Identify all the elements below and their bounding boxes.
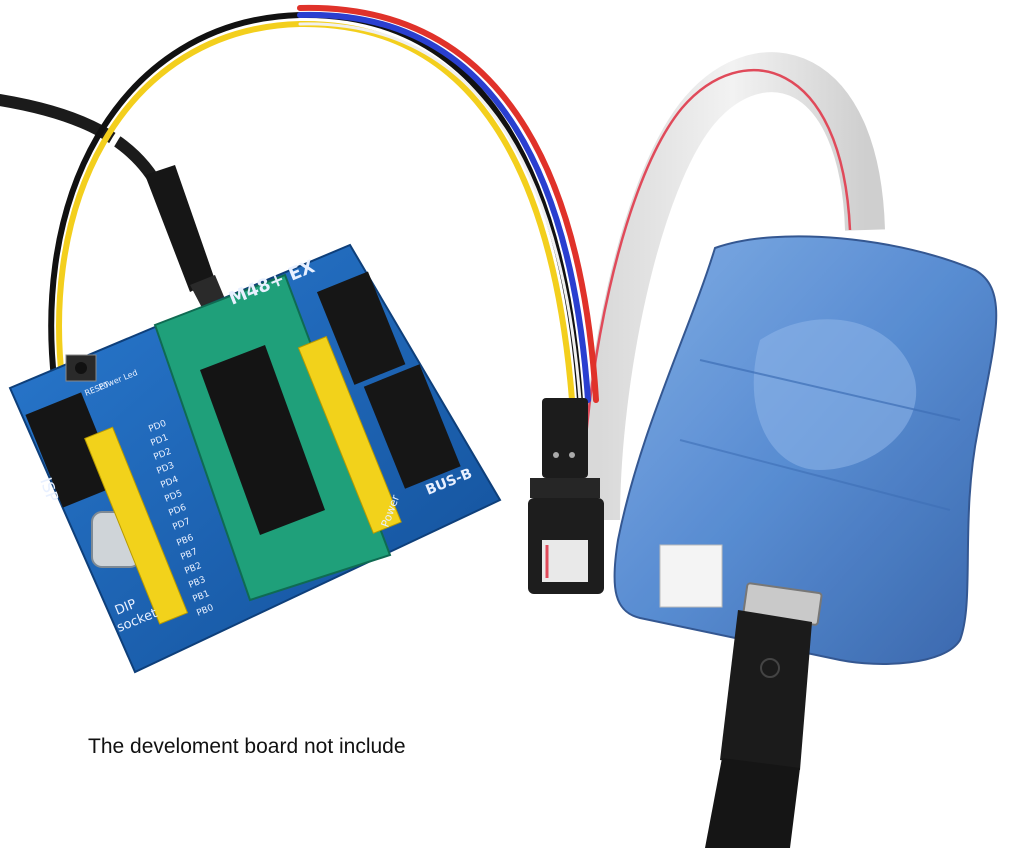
usb-programmer	[613, 235, 998, 665]
power-plug	[145, 165, 215, 292]
development-board: ISP RESET Power Led PD0 PD1 PD2 PD3 PD4 …	[8, 243, 502, 674]
idc-connector	[528, 398, 604, 594]
right-pin-header	[297, 335, 402, 534]
dip-chip	[200, 345, 325, 535]
usb-logo-icon	[760, 658, 780, 678]
isp-header	[25, 392, 119, 508]
jumper-wires	[48, 4, 599, 423]
usb-cable	[705, 610, 812, 848]
caption: The develoment board not include	[88, 735, 406, 758]
box-header-top	[316, 271, 406, 385]
sticker	[659, 544, 723, 608]
power-cable	[0, 94, 166, 196]
left-pin-header	[84, 426, 189, 625]
box-header-bottom	[363, 364, 461, 489]
